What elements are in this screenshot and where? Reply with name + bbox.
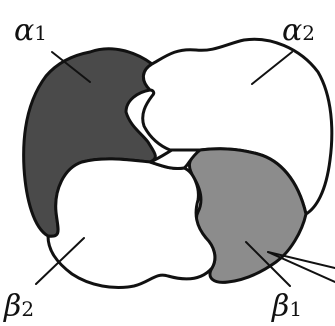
beta1-pointer-line-b — [268, 252, 335, 282]
beta2-subunit — [48, 159, 215, 288]
beta1-label: β1 — [271, 289, 302, 324]
alpha2-label: α2 — [282, 13, 315, 48]
beta2-label: β2 — [3, 289, 34, 324]
beta2-index: 2 — [21, 297, 34, 321]
alpha1-label: α1 — [14, 13, 47, 48]
alpha2-index: 2 — [302, 21, 315, 45]
beta1-index: 1 — [289, 297, 302, 321]
alpha1-index: 1 — [34, 21, 47, 45]
